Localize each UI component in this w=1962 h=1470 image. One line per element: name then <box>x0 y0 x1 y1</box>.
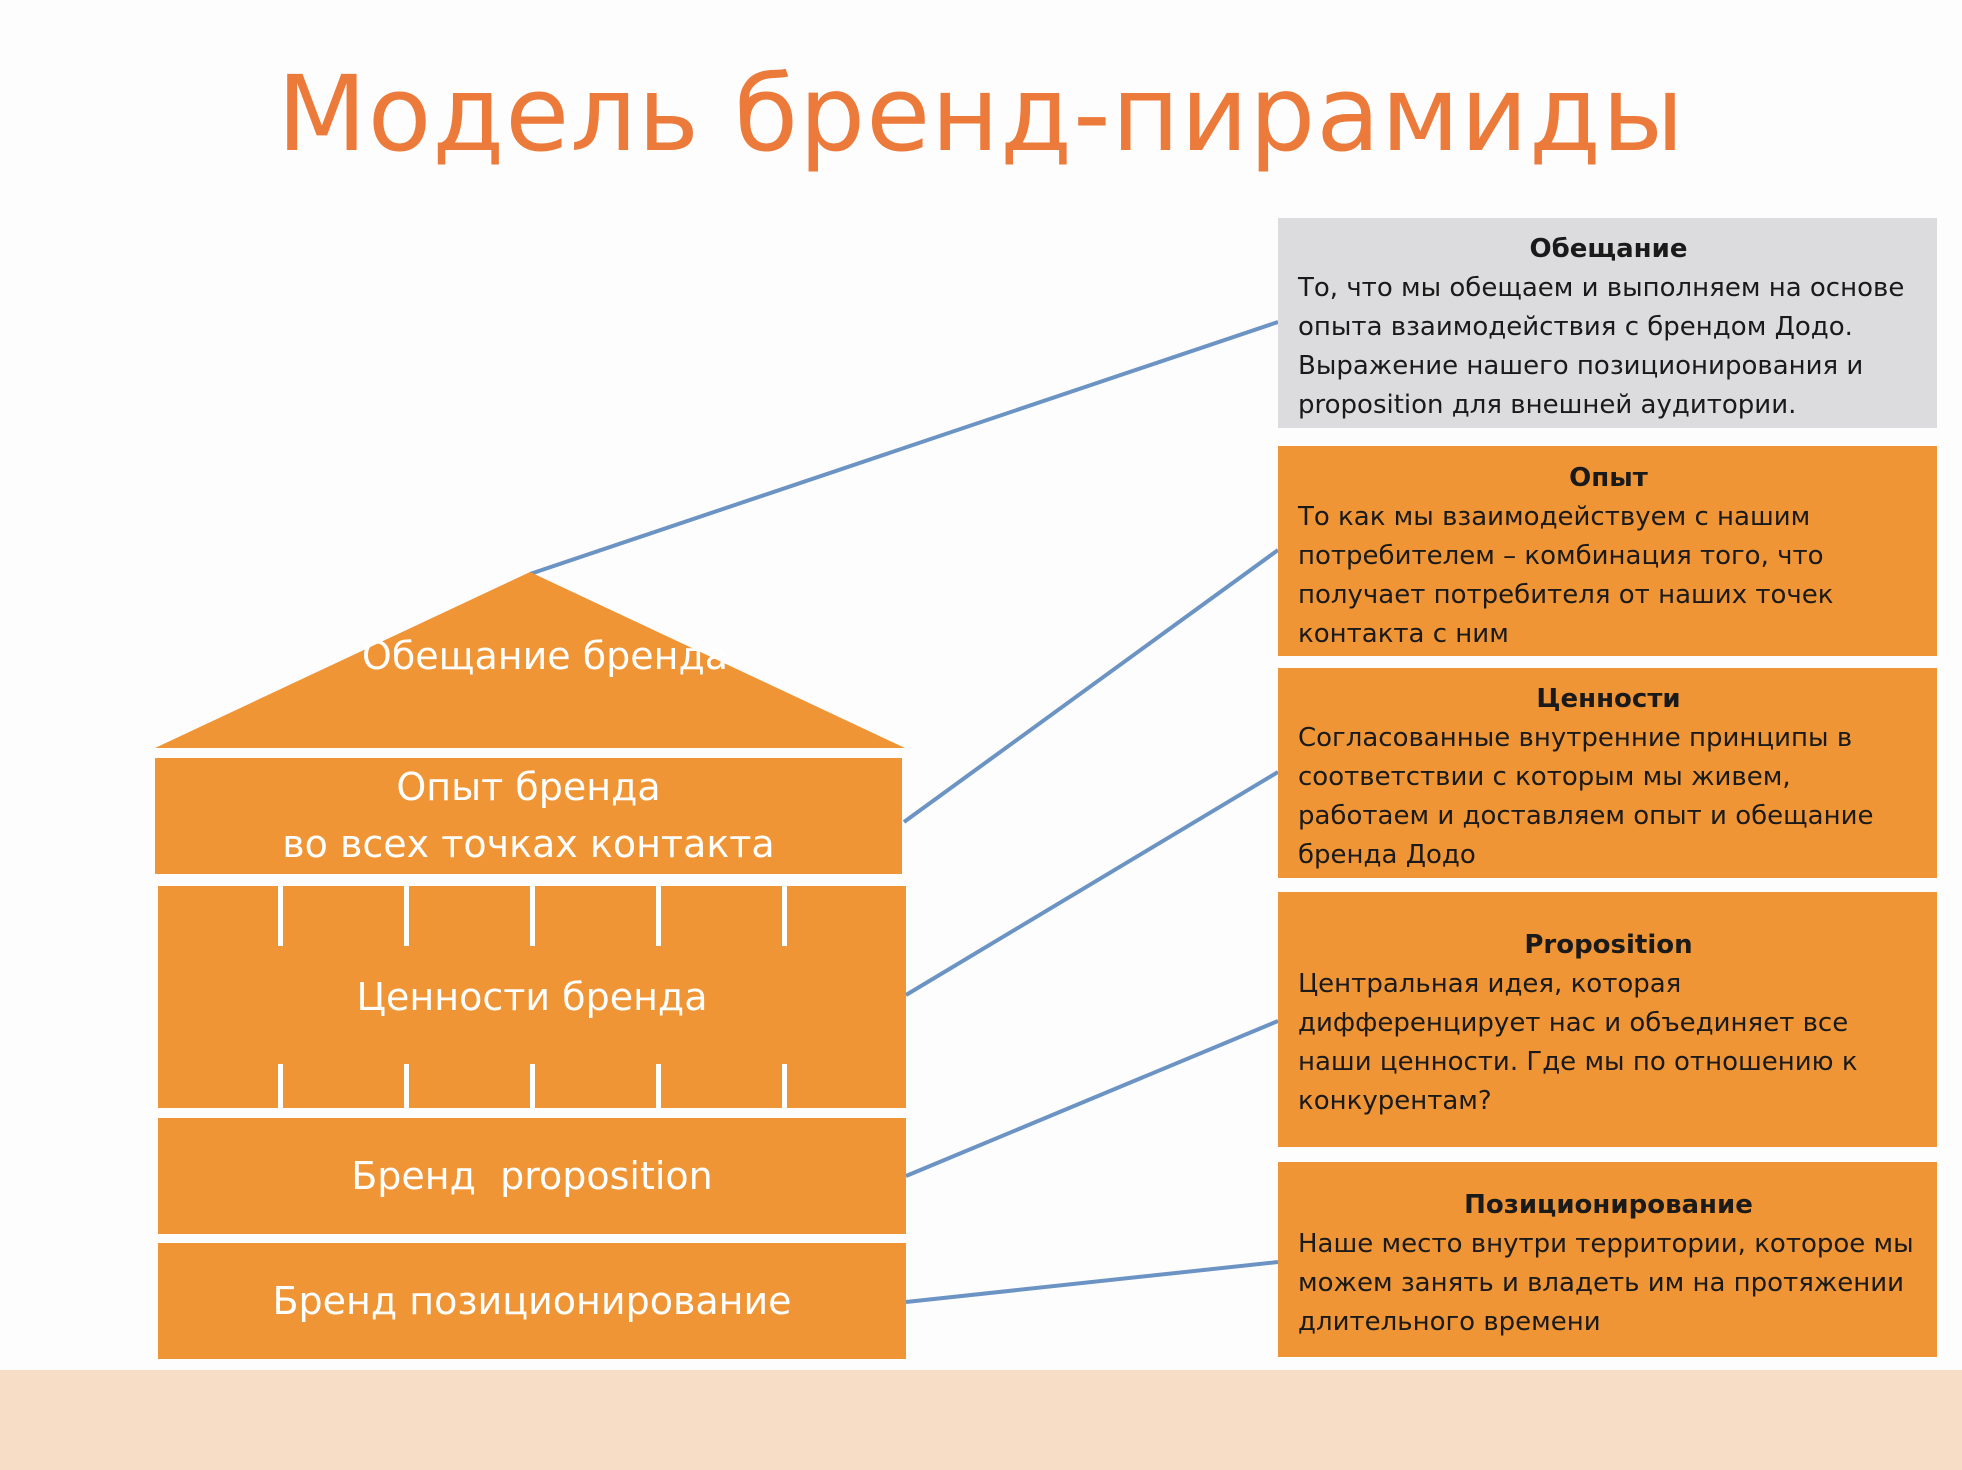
desc-text: То как мы взаимодействуем с нашим потреб… <box>1298 502 1834 649</box>
connector-experience <box>902 548 1280 824</box>
connector-positioning <box>905 1260 1279 1304</box>
column-tick <box>656 886 661 946</box>
experience-label-line1: Опыт бренда <box>396 765 661 809</box>
promise-description: Обещание То, что мы обещаем и выполняем … <box>1278 218 1937 428</box>
values-label: Ценности бренда <box>356 974 708 1019</box>
column-tick <box>404 886 409 946</box>
column-tick <box>782 1064 787 1108</box>
positioning-block: Бренд позиционирование <box>158 1243 906 1359</box>
values-description: Ценности Согласованные внутренние принци… <box>1278 668 1937 878</box>
column-tick <box>278 1064 283 1108</box>
desc-heading: Ценности <box>1536 684 1681 714</box>
proposition-description: Proposition Центральная идея, которая ди… <box>1278 892 1937 1147</box>
experience-block: Опыт бренда во всех точках контакта <box>155 758 902 874</box>
footer-band <box>0 1370 1962 1470</box>
desc-heading: Обещание <box>1529 234 1688 264</box>
column-tick <box>530 886 535 946</box>
proposition-label: Бренд proposition <box>351 1153 713 1198</box>
desc-text: Согласованные внутренние принципы в соот… <box>1298 723 1874 870</box>
positioning-label: Бренд позиционирование <box>272 1278 792 1323</box>
connector-proposition <box>905 1019 1279 1178</box>
column-tick <box>782 886 787 946</box>
desc-text: Центральная идея, которая дифференцирует… <box>1298 969 1858 1116</box>
desc-heading: Опыт <box>1569 463 1648 493</box>
column-tick <box>404 1064 409 1108</box>
slide-title: Модель бренд-пирамиды <box>276 53 1686 175</box>
connector-values <box>904 770 1280 997</box>
experience-description: Опыт То как мы взаимодействуем с нашим п… <box>1278 446 1937 656</box>
roof-label: Обещание бренда <box>361 634 729 678</box>
desc-heading: Позиционирование <box>1464 1190 1753 1220</box>
column-tick <box>530 1064 535 1108</box>
connector-promise <box>529 320 1279 576</box>
positioning-description: Позиционирование Наше место внутри терри… <box>1278 1162 1937 1357</box>
proposition-block: Бренд proposition <box>158 1118 906 1234</box>
experience-label-line2: во всех точках контакта <box>282 822 775 866</box>
desc-text: То, что мы обещаем и выполняем на основе… <box>1298 273 1905 420</box>
column-tick <box>656 1064 661 1108</box>
desc-text: Наше место внутри территории, которое мы… <box>1298 1229 1914 1337</box>
desc-heading: Proposition <box>1524 930 1693 960</box>
column-tick <box>278 886 283 946</box>
